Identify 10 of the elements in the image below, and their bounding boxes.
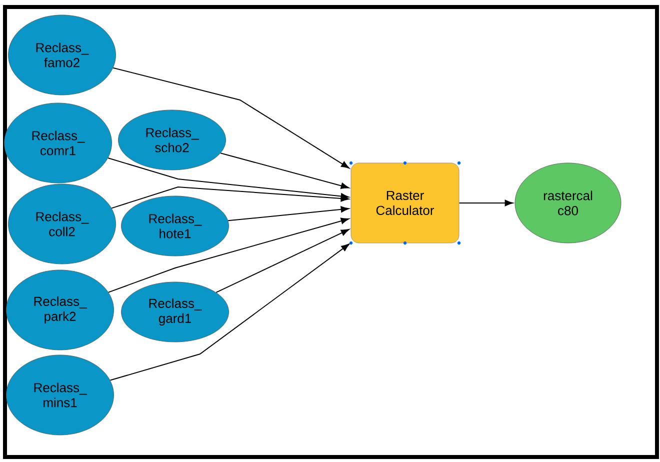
arrow bbox=[228, 206, 350, 222]
arrow bbox=[220, 152, 350, 189]
arrow bbox=[216, 229, 350, 293]
arrow bbox=[110, 244, 350, 381]
arrow bbox=[108, 158, 350, 200]
arrow bbox=[458, 200, 514, 206]
tool-box: Raster Calculator bbox=[350, 162, 460, 244]
arrow bbox=[111, 186, 350, 209]
arrow bbox=[112, 67, 350, 168]
arrow bbox=[108, 218, 350, 293]
